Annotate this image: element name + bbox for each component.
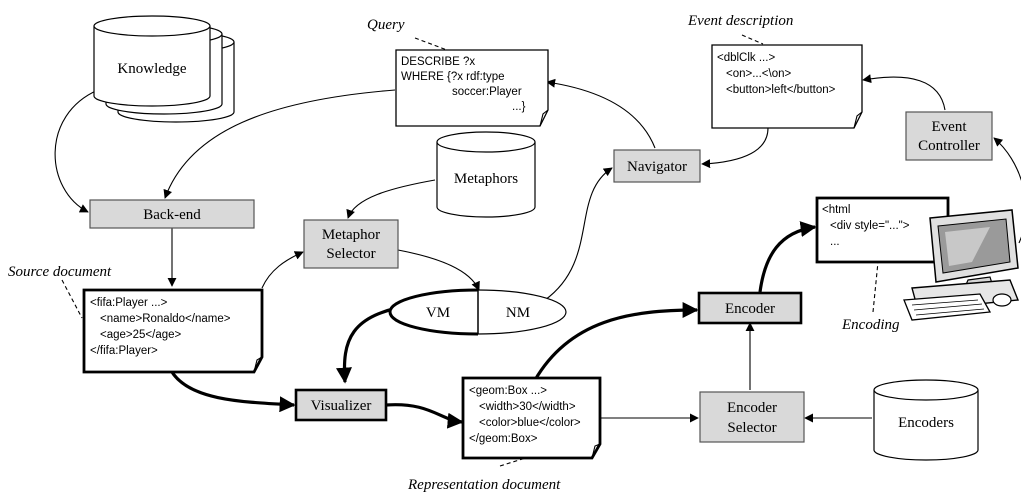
event-document: <dblClk ...> <on>...<\on> <button>left</… [711, 44, 863, 129]
navigator-label: Navigator [627, 159, 687, 175]
edge-navigator-query [546, 78, 656, 149]
encoders-store: Encoders [873, 379, 979, 461]
edge-event-navigator [701, 127, 769, 169]
event-controller-box: Event Controller [905, 111, 993, 161]
query-line-4: ...} [512, 101, 526, 113]
metaphors-store: Metaphors [436, 131, 536, 218]
leader-encoding [872, 261, 879, 313]
edge-knowledge-backend [54, 89, 99, 213]
edge-nm-navigator [544, 167, 613, 301]
source-line-3: <age>25</age> [100, 329, 182, 341]
event-line-2: <on>...<\on> [726, 68, 792, 80]
leader-event [741, 34, 764, 45]
edge-metaphors-selector [346, 179, 436, 219]
encoders-label: Encoders [898, 415, 954, 431]
caption-encoding: Encoding [841, 317, 900, 333]
edge-computer-controller [993, 137, 1021, 244]
source-line-2: <name>Ronaldo</name> [100, 313, 231, 325]
knowledge-store: Knowledge [93, 15, 235, 123]
source-line-4: </fifa:Player> [90, 345, 158, 357]
encoder-selector-line2: Selector [727, 420, 776, 436]
vm-label: VM [426, 305, 450, 321]
source-document: <fifa:Player ...> <name>Ronaldo</name> <… [82, 288, 264, 374]
event-controller-line2: Controller [918, 138, 980, 154]
visualizer-label: Visualizer [311, 398, 372, 414]
representation-line-2: <width>30</width> [479, 401, 576, 413]
edge-controller-event [862, 74, 946, 111]
navigator-box: Navigator [613, 149, 701, 183]
edge-source-visualizer [170, 371, 296, 413]
encoder-selector-line1: Encoder [727, 400, 777, 416]
encoder-selector-box: Encoder Selector [699, 391, 805, 443]
edge-selector-modes [397, 249, 480, 291]
representation-line-3: <color>blue</color> [479, 417, 581, 429]
edge-source-selector [261, 251, 304, 289]
backend-box: Back-end [89, 199, 255, 229]
edge-visualizer-representation [385, 403, 464, 429]
html-document: <html <div style="..."> ... [815, 196, 950, 264]
nm-label: NM [506, 305, 530, 321]
representation-line-1: <geom:Box ...> [469, 385, 547, 397]
query-line-2: WHERE {?x rdf:type [401, 71, 505, 83]
source-line-1: <fifa:Player ...> [90, 297, 168, 309]
connectors [54, 34, 1021, 467]
edge-representation-encoder [533, 302, 699, 381]
caption-source-document: Source document [8, 264, 112, 280]
event-line-1: <dblClk ...> [717, 52, 775, 64]
metaphor-selector-line1: Metaphor [322, 227, 380, 243]
caption-query: Query [367, 17, 405, 33]
html-line-2: <div style="..."> [830, 220, 910, 232]
backend-label: Back-end [143, 207, 201, 223]
visualizer-box: Visualizer [294, 388, 388, 422]
html-line-3: ... [830, 236, 840, 248]
metaphor-selector-box: Metaphor Selector [303, 219, 399, 269]
event-line-3: <button>left</button> [726, 84, 836, 96]
encoder-label: Encoder [725, 301, 775, 317]
caption-event-description: Event description [687, 13, 793, 29]
metaphor-selector-line2: Selector [326, 246, 375, 262]
query-line-1: DESCRIBE ?x [401, 56, 475, 68]
caption-representation-document: Representation document [407, 477, 561, 493]
representation-line-4: </geom:Box> [469, 433, 538, 445]
knowledge-label: Knowledge [117, 61, 186, 77]
leader-source [61, 279, 83, 319]
metaphors-label: Metaphors [454, 171, 518, 187]
mode-ellipse: VM NM [388, 288, 567, 336]
computer-icon [903, 209, 1019, 321]
edge-query-backend [163, 89, 396, 199]
query-line-3: soccer:Player [452, 86, 522, 98]
query-document: DESCRIBE ?x WHERE {?x rdf:type soccer:Pl… [395, 49, 549, 127]
representation-document: <geom:Box ...> <width>30</width> <color>… [461, 376, 602, 460]
event-controller-line1: Event [932, 119, 968, 135]
html-line-1: <html [822, 204, 850, 216]
encoder-box: Encoder [697, 291, 803, 325]
edge-encoder-html [758, 221, 817, 293]
